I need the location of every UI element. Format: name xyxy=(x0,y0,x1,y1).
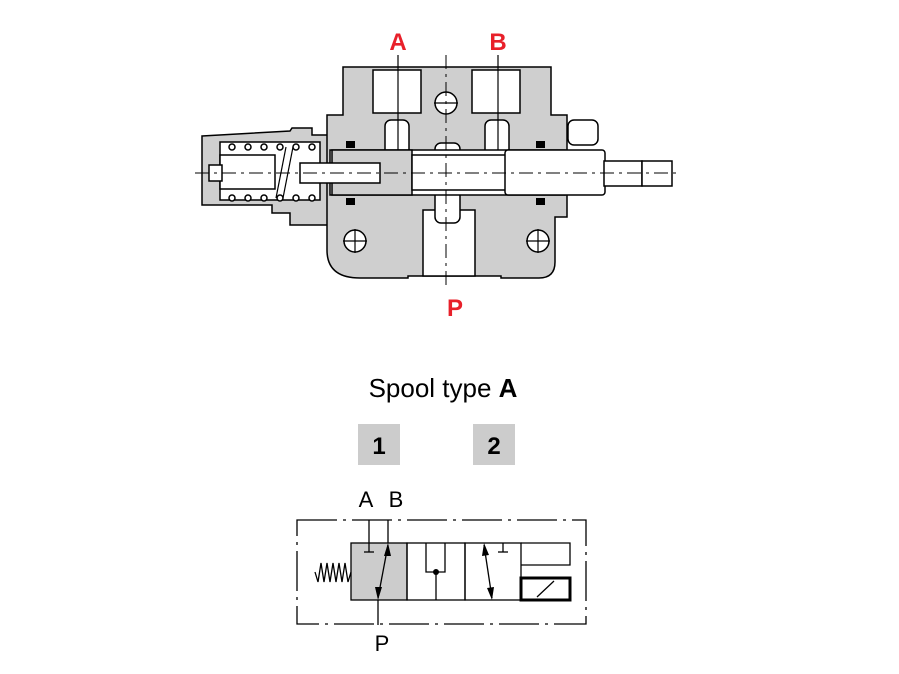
enclosure-outline xyxy=(296,519,587,625)
spool-type-title: Spool type A xyxy=(369,373,518,403)
position-2-box xyxy=(464,542,522,601)
position-2-badge xyxy=(473,424,515,465)
seal xyxy=(536,198,545,205)
schematic-port-p: P xyxy=(375,631,390,656)
solenoid-icon xyxy=(519,576,572,602)
title-prefix: Spool type xyxy=(369,373,499,403)
position-1-badge xyxy=(358,424,400,465)
port-a-bore xyxy=(372,69,422,114)
seal xyxy=(346,198,355,205)
schematic-port-a: A xyxy=(359,487,374,512)
port-b-label: B xyxy=(489,29,506,56)
seal xyxy=(536,141,545,148)
position-2-label: 2 xyxy=(487,433,500,460)
right-plug xyxy=(567,119,599,146)
port-a-label: A xyxy=(389,29,406,56)
hydraulic-schematic: A B P xyxy=(296,487,587,656)
valve-cross-section: A B P xyxy=(195,29,680,322)
spring-coils xyxy=(228,143,316,202)
spool-type-letter: A xyxy=(499,373,518,403)
seal xyxy=(346,141,355,148)
schematic-port-b: B xyxy=(389,487,404,512)
port-b-bore xyxy=(471,69,521,114)
spring-icon xyxy=(314,562,352,583)
position-1-label: 1 xyxy=(372,433,385,460)
port-p-label: P xyxy=(447,295,463,322)
spring-retainer xyxy=(219,154,276,190)
